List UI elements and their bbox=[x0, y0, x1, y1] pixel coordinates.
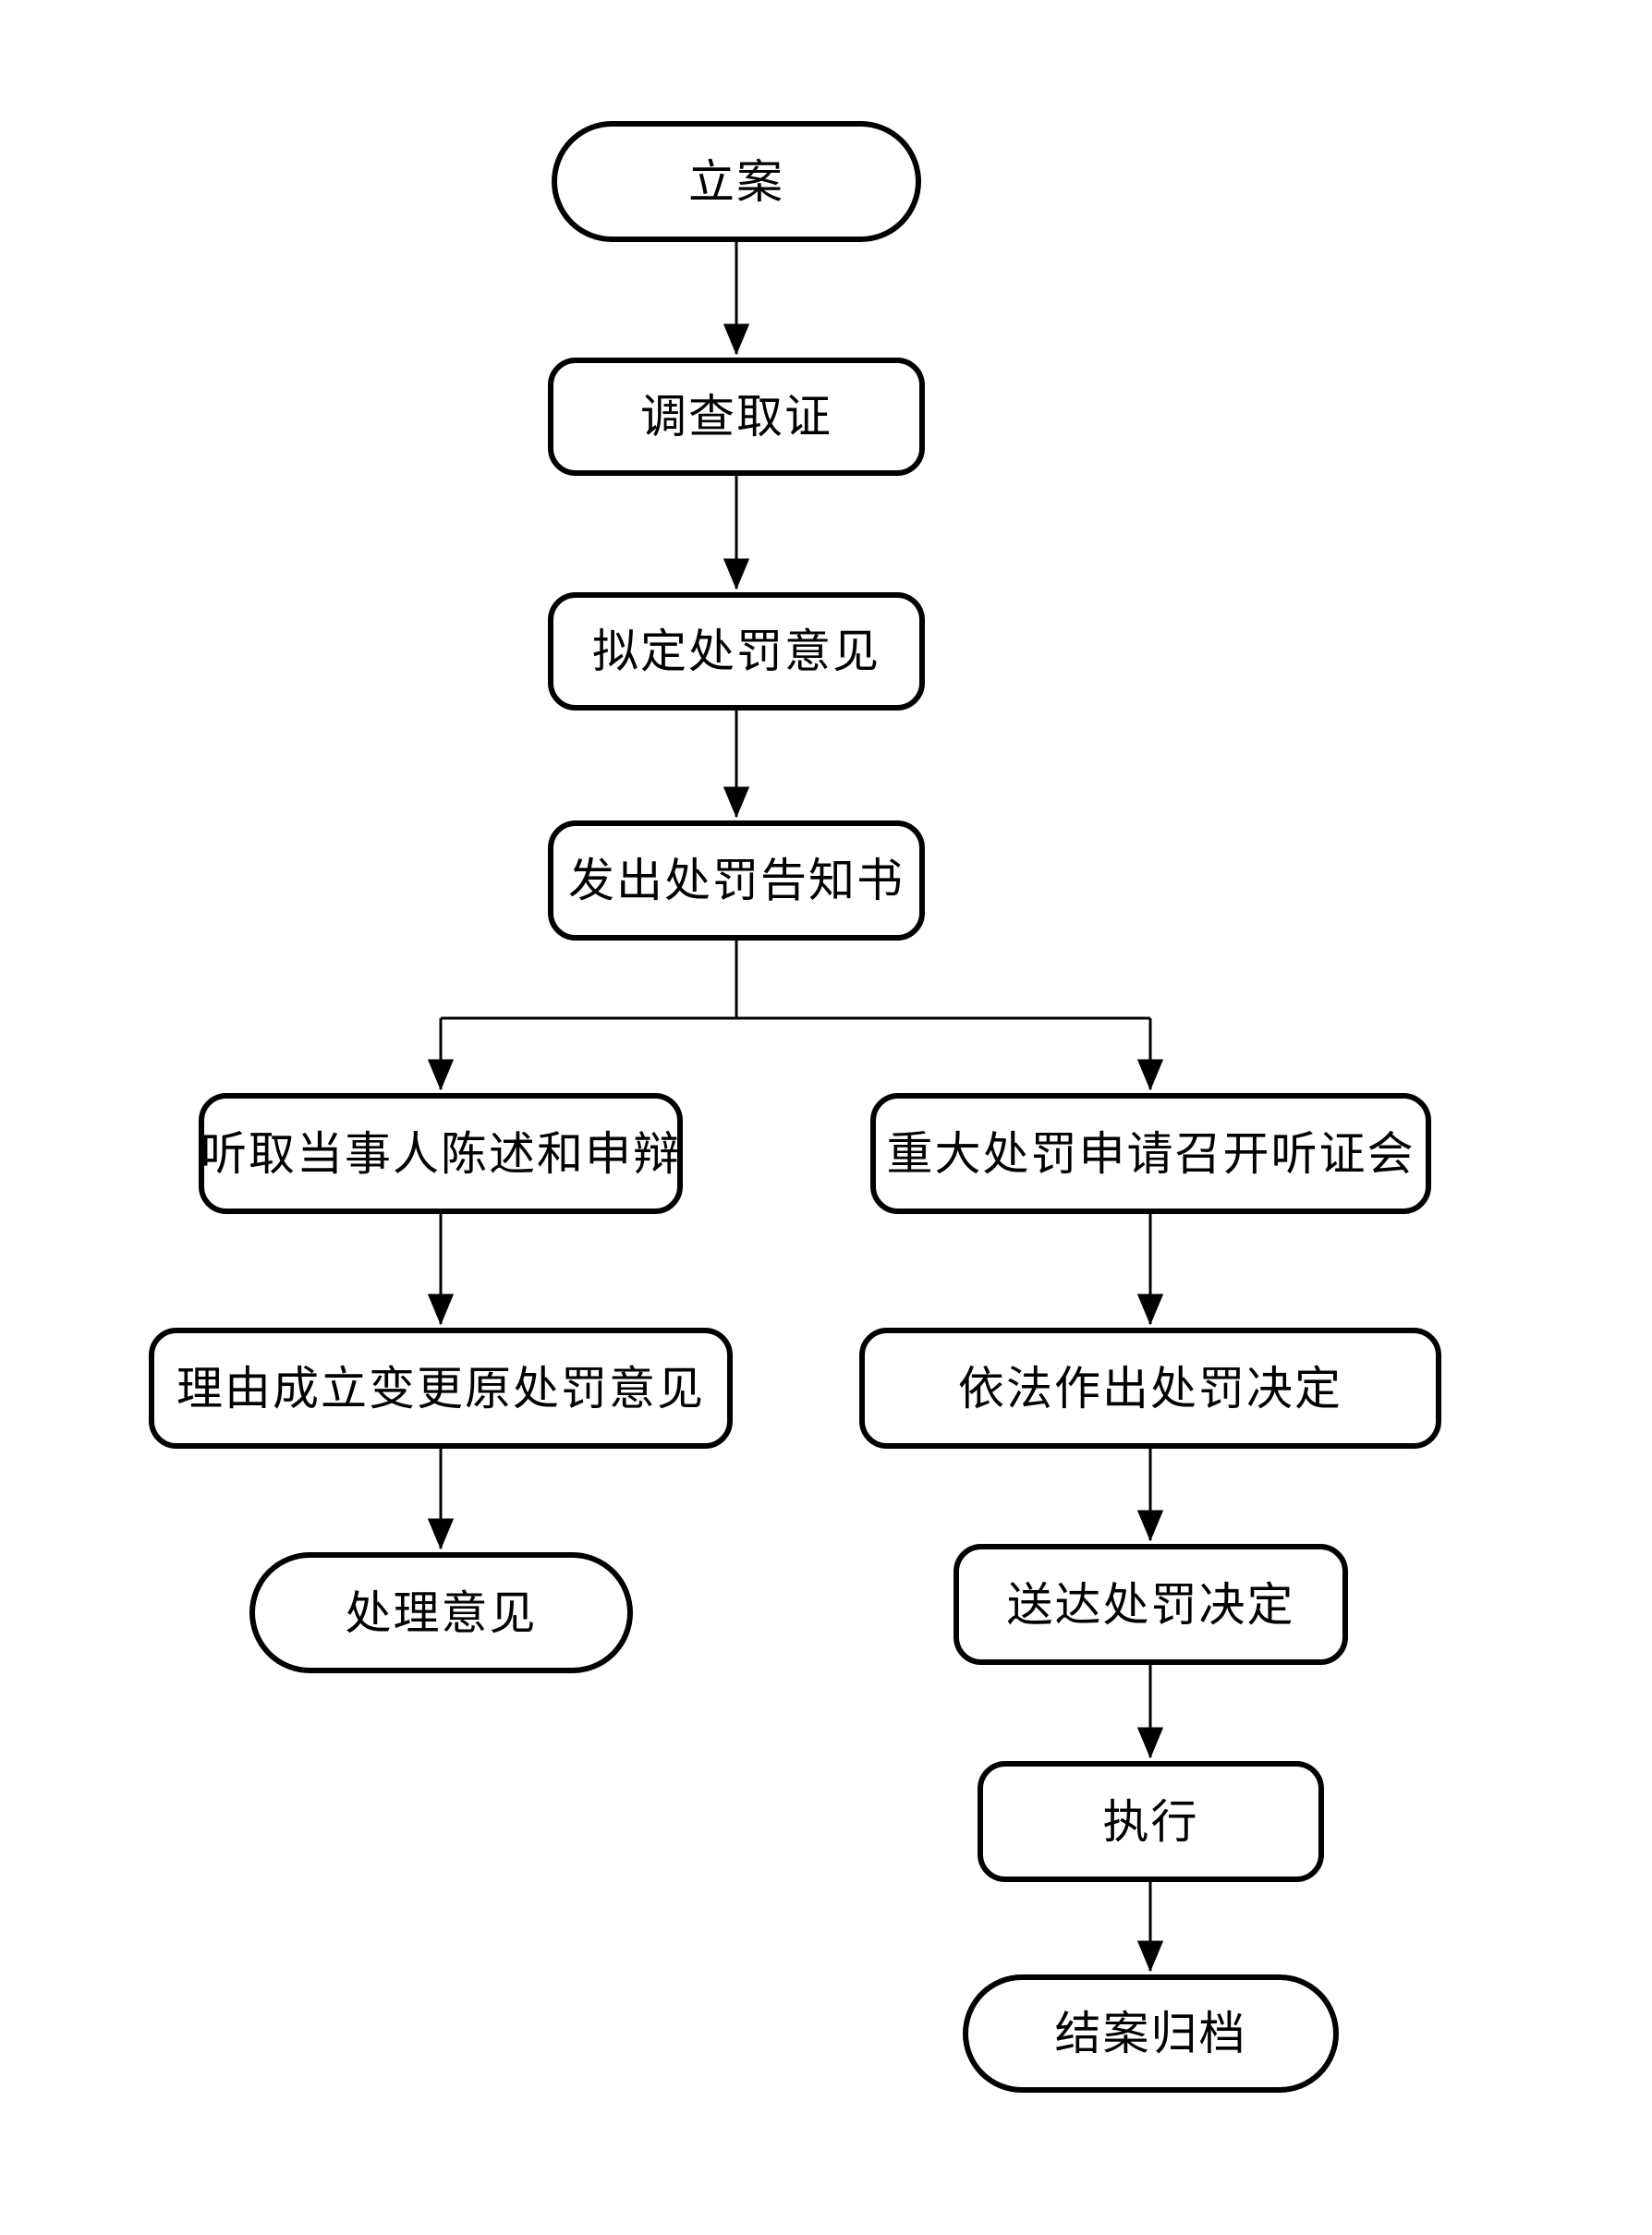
node-label: 执行 bbox=[1102, 1795, 1199, 1848]
node-diao-cha-qu-zheng: 调查取证 bbox=[548, 358, 925, 476]
node-label: 听取当事人陈述和申辩 bbox=[200, 1127, 681, 1180]
node-label: 拟定处罚意见 bbox=[592, 626, 881, 677]
node-label: 重大处罚申请召开听证会 bbox=[886, 1127, 1415, 1180]
node-label: 调查取证 bbox=[640, 391, 832, 443]
node-ni-ding-chu-fa-yi-jian: 拟定处罚意见 bbox=[548, 592, 925, 711]
node-song-da-jue-ding: 送达处罚决定 bbox=[954, 1544, 1348, 1665]
node-ting-qu-shen-bian: 听取当事人陈述和申辩 bbox=[199, 1093, 683, 1214]
node-label: 发出处罚告知书 bbox=[568, 855, 905, 906]
node-label: 依法作出处罚决定 bbox=[958, 1362, 1342, 1415]
node-zhong-da-ting-zheng: 重大处罚申请召开听证会 bbox=[870, 1093, 1431, 1214]
node-label: 理由成立变更原处罚意见 bbox=[176, 1362, 705, 1415]
node-yi-fa-jue-ding: 依法作出处罚决定 bbox=[859, 1328, 1441, 1449]
node-jie-an-gui-dang: 结案归档 bbox=[963, 1974, 1339, 2093]
node-li-you-bian-geng: 理由成立变更原处罚意见 bbox=[149, 1328, 733, 1449]
node-chu-li-yi-jian: 处理意见 bbox=[249, 1552, 633, 1673]
node-label: 立案 bbox=[688, 155, 784, 208]
node-zhi-xing: 执行 bbox=[978, 1761, 1324, 1882]
node-fa-chu-gao-zhi-shu: 发出处罚告知书 bbox=[548, 820, 925, 941]
node-label: 结案归档 bbox=[1054, 2008, 1247, 2059]
node-label: 送达处罚决定 bbox=[1006, 1578, 1295, 1631]
node-label: 处理意见 bbox=[345, 1586, 538, 1639]
node-li-an: 立案 bbox=[552, 121, 921, 242]
